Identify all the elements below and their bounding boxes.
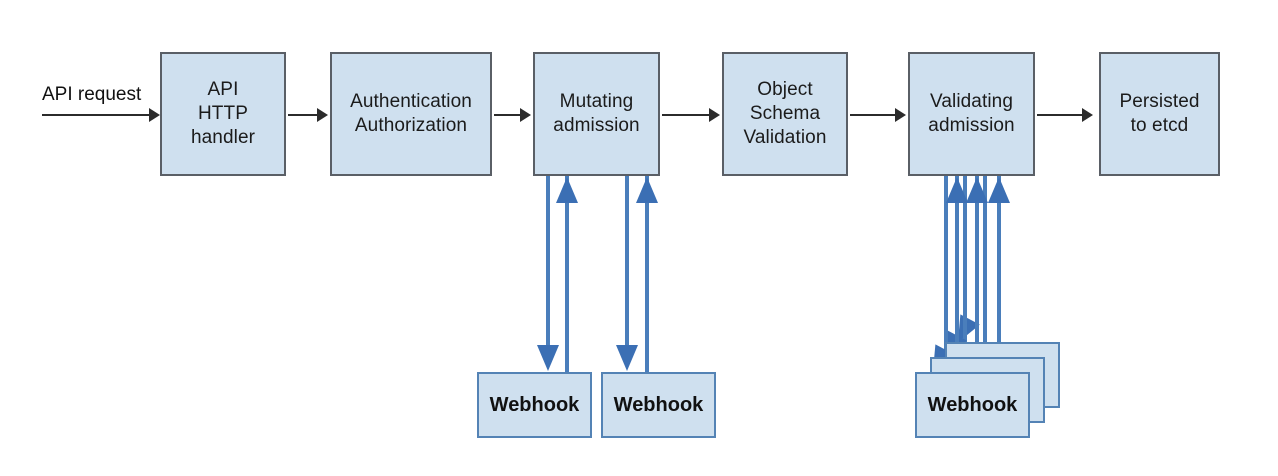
pipeline-box-api-http-handler[interactable]: API HTTP handler (160, 52, 286, 176)
mutating-webhook2-response-line (645, 176, 649, 372)
validating-webhook2-response-line (975, 176, 979, 372)
mutating-webhook2-call-line (625, 176, 629, 366)
pipeline-box-line: Validation (743, 127, 827, 149)
validating-webhook2-call-line (963, 176, 967, 362)
pipeline-box-persisted-to-etcd[interactable]: Persisted to etcd (1099, 52, 1220, 176)
pipeline-box-line: HTTP (197, 102, 248, 124)
pipeline-box-authn-authz[interactable]: Authentication Authorization (330, 52, 492, 176)
connector-line-5 (1037, 114, 1083, 116)
pipeline-box-object-schema-validation[interactable]: Object Schema Validation (722, 52, 848, 176)
connector-line-4 (850, 114, 896, 116)
pipeline-box-validating-admission[interactable]: Validating admission (908, 52, 1035, 176)
validating-webhook1-response-arrowhead (946, 177, 968, 203)
webhook-label: Webhook (613, 393, 704, 416)
pipeline-box-line: API (207, 78, 239, 100)
connector-line-3 (662, 114, 710, 116)
pipeline-box-line: Schema (749, 102, 821, 124)
mutating-webhook1-response-line (565, 176, 569, 372)
connector-arrow-2 (520, 108, 531, 122)
pipeline-box-line: Authorization (354, 115, 468, 136)
connector-arrow-4 (895, 108, 906, 122)
validating-webhook3-response-arrowhead (988, 177, 1010, 203)
webhook-label: Webhook (927, 393, 1018, 416)
webhook-label: Webhook (489, 393, 580, 416)
webhook-box-mutating-2[interactable]: Webhook (601, 372, 716, 438)
pipeline-box-line: to etcd (1130, 115, 1189, 136)
pipeline-box-line: handler (190, 127, 256, 149)
pipeline-box-line: Mutating (559, 90, 634, 112)
entry-arrow-line (42, 114, 150, 116)
connector-arrow-3 (709, 108, 720, 122)
validating-webhook3-response-line (997, 176, 1001, 372)
validating-webhook2-response-arrowhead (966, 177, 988, 203)
webhook-box-mutating-1[interactable]: Webhook (477, 372, 592, 438)
connector-line-2 (494, 114, 521, 116)
mutating-webhook1-call-arrowhead (537, 345, 559, 371)
connector-line-1 (288, 114, 318, 116)
mutating-webhook2-call-arrowhead (616, 345, 638, 371)
mutating-webhook1-response-arrowhead (556, 177, 578, 203)
validating-webhook1-call-line (944, 176, 948, 362)
pipeline-box-line: Object (757, 78, 813, 100)
validating-webhook3-call-line (983, 176, 987, 362)
pipeline-box-line: Authentication (350, 90, 472, 112)
entry-arrow-head (149, 108, 160, 122)
pipeline-box-line: admission (928, 115, 1015, 136)
pipeline-box-mutating-admission[interactable]: Mutating admission (533, 52, 660, 176)
webhook-box-validating-stack-front[interactable]: Webhook (915, 372, 1030, 438)
pipeline-box-line: admission (553, 115, 640, 136)
mutating-webhook2-response-arrowhead (636, 177, 658, 203)
entry-label: API request (42, 84, 142, 105)
connector-arrow-1 (317, 108, 328, 122)
connector-arrow-5 (1082, 108, 1093, 122)
pipeline-box-line: Validating (929, 90, 1014, 112)
pipeline-box-line: Persisted (1119, 90, 1200, 112)
mutating-webhook1-call-line (546, 176, 550, 366)
validating-webhook1-response-line (955, 176, 959, 372)
